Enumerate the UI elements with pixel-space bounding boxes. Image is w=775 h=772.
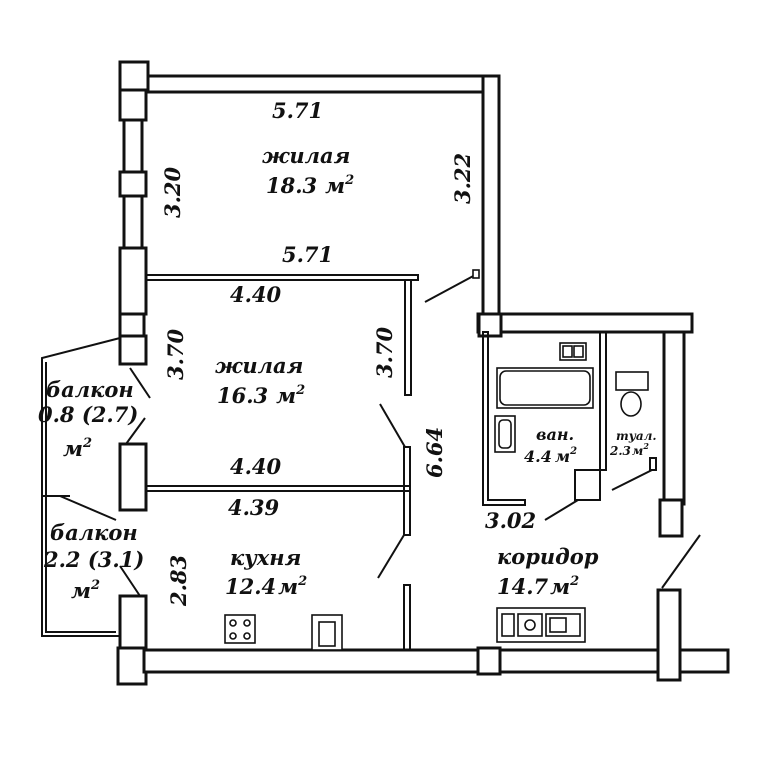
partition-bath-left <box>482 331 526 506</box>
wall-service-pillar <box>477 312 503 338</box>
room-toilet-area: 2.3м2 <box>609 441 649 458</box>
balcony-door-2 <box>125 417 146 445</box>
wall-right-upper <box>481 74 501 324</box>
partition-stub-3 <box>403 584 411 651</box>
room-kitchen-area: 12.4м2 <box>225 574 307 599</box>
balconies <box>41 337 151 637</box>
room-balcony1-unit: м2 <box>63 436 92 461</box>
wall-left-3 <box>118 246 148 316</box>
wall-left-pillar-bottom <box>116 646 148 686</box>
wall-bottom <box>142 648 668 674</box>
microwave-icon <box>545 613 581 637</box>
partition-bath-toilet <box>599 331 607 471</box>
wall-left-2 <box>118 170 148 198</box>
dim-living1-right: 3.22 <box>450 153 475 204</box>
room-kitchen-name: кухня <box>230 545 301 570</box>
wall-left-1 <box>118 88 148 122</box>
window-1 <box>122 118 144 174</box>
door-living1 <box>424 273 478 303</box>
room-balcony1-area: 0.8 (2.7) <box>38 402 138 427</box>
dim-living2-left: 3.70 <box>163 328 188 380</box>
balcony-door-1 <box>129 367 151 399</box>
partition-bath-bottom <box>574 469 601 501</box>
sink-icon <box>494 415 516 453</box>
partition-stub-1 <box>404 279 412 396</box>
kitchen-sink-icon <box>311 614 343 651</box>
partition-living1-living2 <box>145 274 419 281</box>
dim-kitchen-top: 4.39 <box>228 495 280 520</box>
room-toilet-name: туал. <box>616 429 657 443</box>
room-bath-name: ван. <box>536 425 574 444</box>
bathtub-icon <box>496 367 594 409</box>
walls <box>116 60 730 686</box>
dim-living1-bottom: 5.71 <box>282 242 333 267</box>
balcony-door-3 <box>59 495 117 521</box>
room-living1-name: жилая <box>262 143 350 168</box>
wall-right-lower-stub <box>678 648 730 674</box>
toilet-icon <box>615 371 649 417</box>
dim-living1-height: 3.20 <box>160 166 185 218</box>
partition-toilet-bottom <box>649 457 657 471</box>
water-heater-icon <box>559 342 587 361</box>
dim-top-width: 5.71 <box>272 98 323 123</box>
room-corridor-area: 14.7м2 <box>497 574 579 599</box>
window-2 <box>122 194 144 250</box>
door-entrance <box>661 534 701 589</box>
wall-top-stub <box>118 60 150 94</box>
wall-right-lower <box>656 588 682 682</box>
room-balcony2-area: 2.2 (3.1) <box>43 547 144 572</box>
door-toilet <box>611 469 653 491</box>
door-bath <box>544 499 579 521</box>
room-balcony1-name: балкон <box>46 377 134 402</box>
stove-icon <box>224 614 256 644</box>
dim-living2-top: 4.40 <box>230 282 282 307</box>
door-living2 <box>379 403 406 448</box>
wall-left-pillar <box>118 312 146 338</box>
dim-kitchen-left: 2.83 <box>166 555 191 607</box>
door-hinge-1 <box>472 269 480 279</box>
dim-corridor-width: 3.02 <box>485 508 536 533</box>
partition-living2-kitchen <box>145 485 411 492</box>
dim-living2-bottom: 4.40 <box>230 454 282 479</box>
dimension-labels: 5.71 3.20 3.22 5.71 4.40 3.70 3.70 6.64 … <box>160 98 536 607</box>
room-corridor-name: коридор <box>497 544 599 569</box>
dim-hall-length: 6.64 <box>422 427 447 478</box>
wall-bottom-pillar <box>476 646 502 676</box>
partition-stub-2 <box>403 446 411 536</box>
wall-top <box>144 74 497 94</box>
balcony-door-4 <box>119 565 141 597</box>
door-kitchen <box>377 534 405 579</box>
dim-living2-right: 3.70 <box>372 326 397 378</box>
room-living2-name: жилая <box>215 353 303 378</box>
room-balcony2-unit: м2 <box>71 578 100 603</box>
wall-left-6 <box>118 594 148 650</box>
fixtures <box>224 342 649 651</box>
partitions <box>145 269 701 651</box>
wall-left-4 <box>118 334 148 366</box>
wall-toilet-right <box>662 330 686 506</box>
wall-service-top <box>476 312 694 334</box>
room-balcony2-name: балкон <box>50 520 138 545</box>
wall-toilet-right-2 <box>658 498 684 538</box>
wall-left-5 <box>118 442 148 512</box>
